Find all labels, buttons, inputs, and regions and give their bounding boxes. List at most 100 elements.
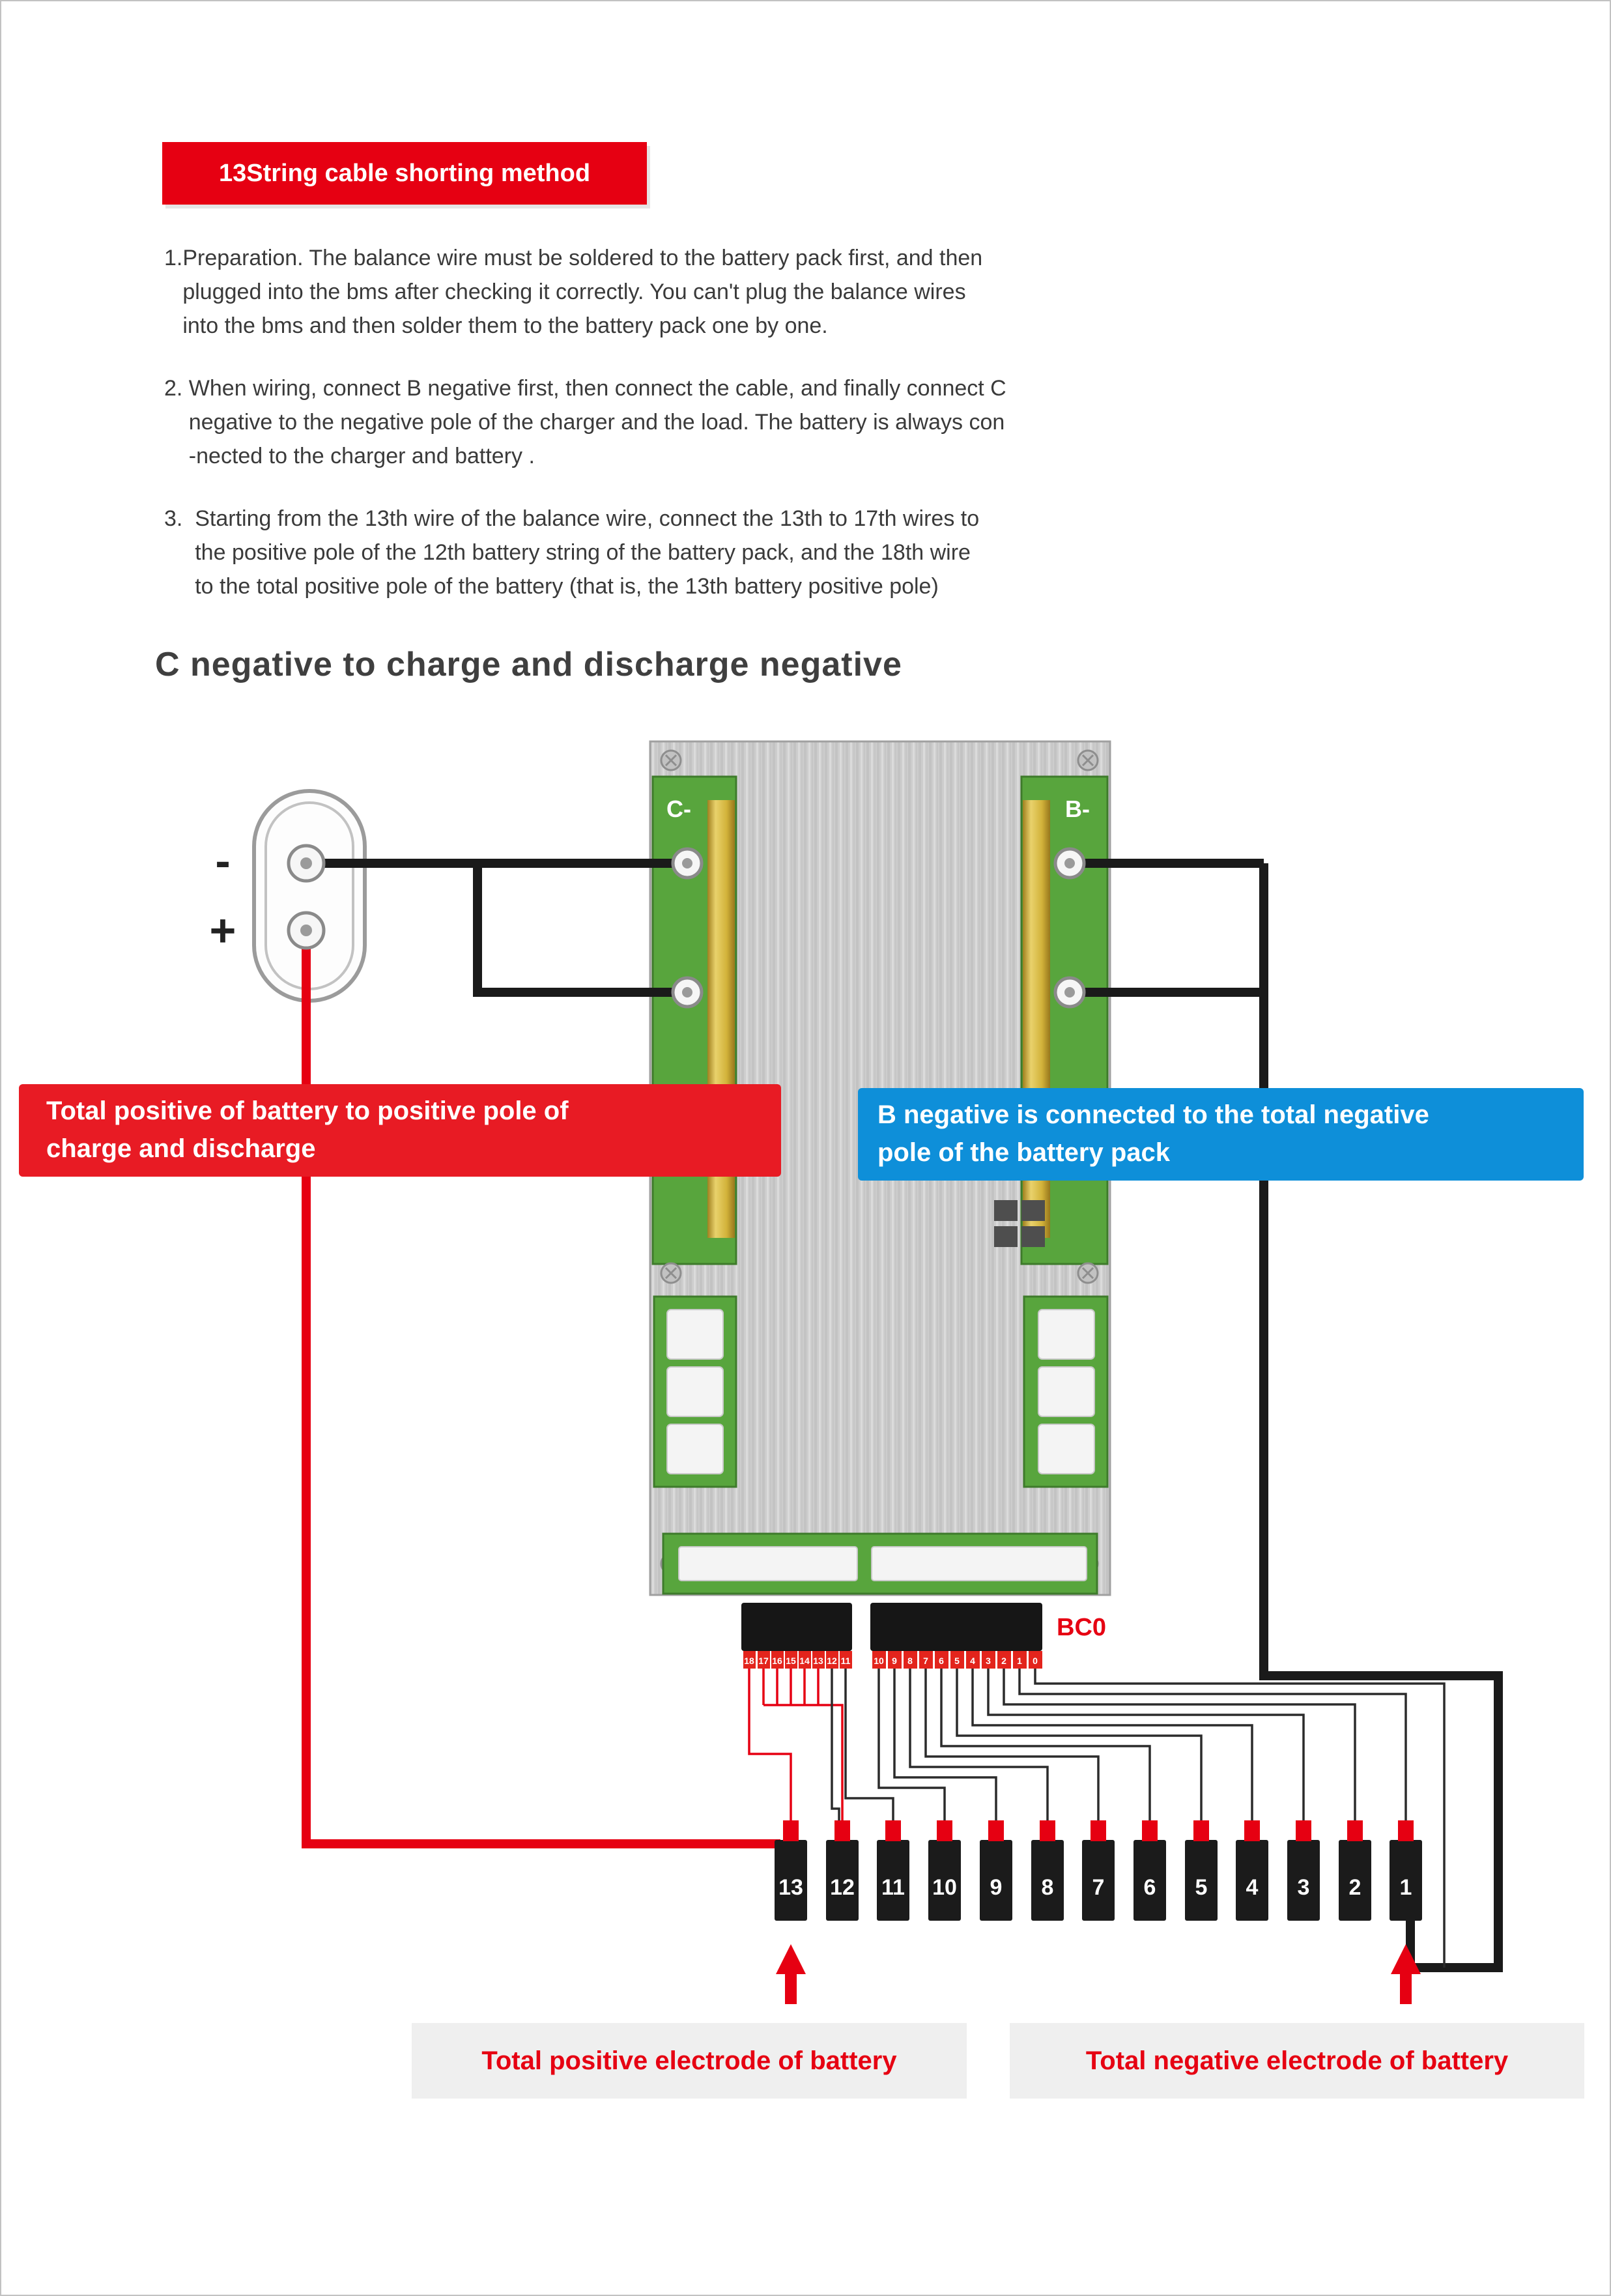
battery-cell-5: 5 — [1185, 1820, 1218, 1921]
svg-text:15: 15 — [786, 1656, 796, 1666]
b-minus-hole-bottom — [1053, 976, 1086, 1009]
balance-pin-4: 4 — [966, 1651, 980, 1669]
svg-text:8: 8 — [907, 1656, 913, 1666]
balance-pin-8: 8 — [904, 1651, 917, 1669]
balance-wire-11 — [844, 1668, 894, 1826]
method-title-badge: 13String cable shorting method — [162, 142, 647, 205]
battery-cell-2: 2 — [1339, 1820, 1371, 1921]
plug-hole-positive — [287, 911, 326, 950]
svg-text:13: 13 — [813, 1656, 823, 1666]
terminal-holes — [287, 844, 1086, 1009]
balance-pin-6: 6 — [935, 1651, 948, 1669]
battery-pack: 13 12 11 10 9 8 7 6 5 4 3 2 1 — [775, 1820, 1422, 1921]
b-minus-hole-top — [1053, 847, 1086, 880]
minus-sign: - — [215, 835, 230, 886]
svg-text:7: 7 — [1092, 1875, 1105, 1900]
svg-text:11: 11 — [881, 1875, 905, 1900]
callout-b-negative: B negative is connected to the total neg… — [858, 1088, 1584, 1181]
svg-text:11: 11 — [841, 1656, 851, 1666]
battery-cell-1: 1 — [1390, 1820, 1422, 1921]
svg-text:12: 12 — [830, 1875, 855, 1900]
svg-text:4: 4 — [970, 1656, 975, 1666]
arrow-up-icon — [776, 1944, 806, 2004]
instruction-step-3: 3. Starting from the 13th wire of the ba… — [164, 506, 980, 599]
svg-text:0: 0 — [1033, 1656, 1038, 1666]
balance-pin-5: 5 — [950, 1651, 964, 1669]
svg-text:4: 4 — [1246, 1875, 1259, 1900]
component-block-left — [653, 1295, 737, 1488]
instruction-step-1: 1.Preparation. The balance wire must be … — [164, 246, 983, 338]
balance-pin-15: 15 — [785, 1651, 797, 1669]
balance-pin-18: 18 — [743, 1651, 756, 1669]
balance-pin-16: 16 — [771, 1651, 784, 1669]
arrow-up-icon — [1391, 1944, 1421, 2004]
instruction-step-2: 2. When wiring, connect B negative first… — [164, 376, 1006, 468]
plus-sign: + — [210, 905, 236, 956]
balance-wire-4 — [971, 1668, 1253, 1826]
battery-cell-11: 11 — [877, 1820, 909, 1921]
screw — [1077, 749, 1099, 771]
svg-text:5: 5 — [954, 1656, 960, 1666]
svg-text:8: 8 — [1042, 1875, 1054, 1900]
balance-short-bus — [763, 1704, 844, 1826]
balance-wire-5 — [956, 1668, 1203, 1826]
battery-cell-8: 8 — [1031, 1820, 1064, 1921]
c-minus-label: C- — [666, 796, 691, 822]
svg-text:2: 2 — [1349, 1875, 1362, 1900]
connector-block-left — [741, 1603, 852, 1651]
balance-wire-3 — [987, 1668, 1305, 1826]
svg-text:2: 2 — [1001, 1656, 1006, 1666]
label-total-negative-electrode: Total negative electrode of battery — [1010, 2023, 1584, 2099]
charger-plug: - + — [210, 789, 367, 1003]
label-total-positive-electrode: Total positive electrode of battery — [412, 2023, 967, 2099]
component-block-right — [1023, 1295, 1109, 1488]
balance-wire-18 — [748, 1668, 792, 1826]
c-minus-hole-bottom — [671, 976, 704, 1009]
balance-pin-2: 2 — [997, 1651, 1011, 1669]
svg-text:12: 12 — [827, 1656, 837, 1666]
balance-pin-0: 0 — [1029, 1651, 1042, 1669]
battery-cell-12: 12 — [826, 1820, 859, 1921]
svg-text:9: 9 — [892, 1656, 897, 1666]
svg-text:10: 10 — [932, 1875, 957, 1900]
balance-pin-3: 3 — [982, 1651, 995, 1669]
balance-pin-17: 17 — [758, 1651, 770, 1669]
balance-pin-11: 11 — [840, 1651, 852, 1669]
svg-text:17: 17 — [758, 1656, 769, 1666]
balance-connector: BC0 18 17 16 15 14 13 12 11 10 9 8 7 6 5… — [741, 1603, 1106, 1669]
svg-text:1: 1 — [1400, 1875, 1412, 1900]
balance-pin-14: 14 — [799, 1651, 811, 1669]
battery-cell-9: 9 — [980, 1820, 1012, 1921]
screw — [1077, 1262, 1099, 1284]
balance-pin-10: 10 — [872, 1651, 886, 1669]
b-minus-label: B- — [1065, 796, 1090, 822]
connector-block-right — [870, 1603, 1042, 1651]
balance-pin-7: 7 — [919, 1651, 933, 1669]
battery-cell-4: 4 — [1236, 1820, 1268, 1921]
balance-wire-9 — [893, 1668, 997, 1826]
total-positive-wire — [302, 930, 780, 1848]
c-minus-hole-top — [671, 847, 704, 880]
smd-components — [994, 1200, 1045, 1247]
battery-cell-3: 3 — [1287, 1820, 1320, 1921]
svg-text:6: 6 — [1144, 1875, 1156, 1900]
balance-wire-6 — [940, 1668, 1151, 1826]
balance-wire-7 — [924, 1668, 1100, 1826]
svg-text:5: 5 — [1195, 1875, 1208, 1900]
svg-text:3: 3 — [986, 1656, 991, 1666]
callout-total-positive: Total positive of battery to positive po… — [19, 1084, 781, 1177]
balance-pin-9: 9 — [888, 1651, 902, 1669]
balance-wire-0 — [1034, 1668, 1446, 1968]
svg-text:6: 6 — [939, 1656, 944, 1666]
balance-wire-8 — [909, 1668, 1049, 1826]
svg-text:14: 14 — [799, 1656, 810, 1666]
section-heading: C negative to charge and discharge negat… — [155, 646, 902, 683]
charger-negative-wire-bottom — [473, 863, 687, 997]
instructions: 1.Preparation. The balance wire must be … — [164, 241, 1311, 632]
svg-text:18: 18 — [744, 1656, 754, 1666]
balance-pin-13: 13 — [812, 1651, 825, 1669]
battery-cell-13: 13 — [775, 1820, 807, 1921]
balance-wire-2 — [1003, 1668, 1356, 1826]
svg-text:3: 3 — [1298, 1875, 1310, 1900]
